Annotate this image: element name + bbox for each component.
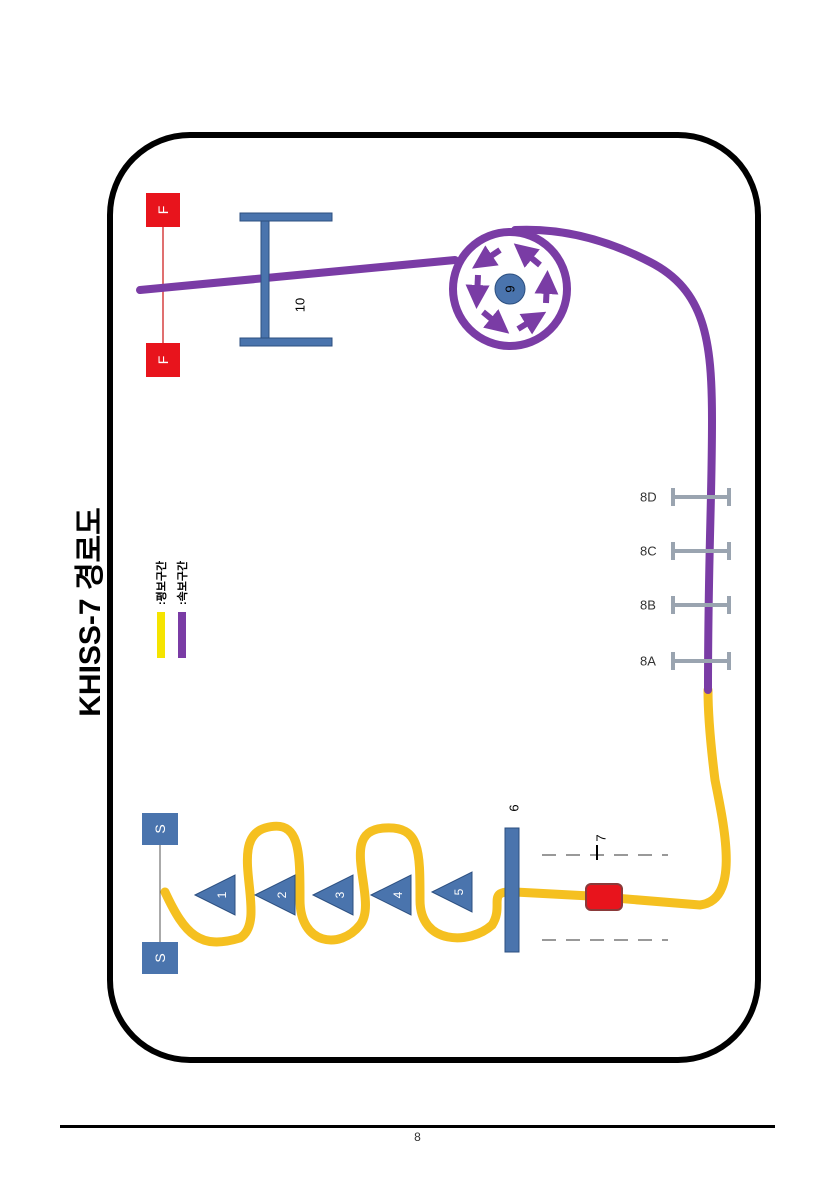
bridge-10 — [239, 212, 333, 347]
trot-finish-path — [136, 256, 459, 294]
cone-5-label: 5 — [452, 888, 466, 895]
rail-8d: 8D — [640, 488, 731, 506]
course-title: KHISS-7 경로도 — [74, 507, 107, 717]
legend-walk-label: :평보구간 — [154, 561, 168, 605]
footer-rule — [60, 1125, 775, 1128]
circle-9-arrows — [465, 243, 559, 335]
legend-trot-label: :속보구간 — [175, 561, 189, 605]
box-7 — [585, 883, 623, 911]
finish-marker-bottom: F — [146, 343, 180, 377]
cone-2-label: 2 — [275, 891, 289, 898]
start-marker-top: S — [142, 813, 178, 845]
trot-path — [511, 225, 717, 694]
box-lines — [542, 854, 668, 941]
legend-walk-swatch — [157, 612, 165, 658]
start-marker-bottom: S — [142, 942, 178, 974]
rail-8b: 8B — [640, 596, 731, 614]
finish-marker-top-label: F — [155, 206, 171, 215]
cone-1-label: 1 — [215, 891, 229, 898]
cone-2: 2 — [253, 874, 296, 916]
cone-4: 4 — [369, 874, 412, 916]
arena-outline — [107, 132, 761, 1063]
gate-6 — [504, 827, 520, 953]
rail-8a: 8A — [640, 652, 731, 670]
cone-3-label: 3 — [333, 891, 347, 898]
circle-9-label: 9 — [503, 285, 518, 292]
gate-6-label: 6 — [507, 804, 522, 811]
cone-1: 1 — [193, 874, 236, 916]
cone-5: 5 — [430, 871, 473, 913]
box-number: 7 — [594, 834, 609, 841]
circle-9-ring — [449, 228, 571, 350]
rail-8c-label: 8C — [640, 544, 657, 559]
start-marker-bottom-label: S — [152, 953, 168, 962]
walk-path — [160, 685, 731, 947]
rail-8c: 8C — [640, 542, 731, 560]
rail-8a-label: 8A — [640, 654, 656, 669]
legend-trot-swatch — [178, 612, 186, 658]
legend: :평보구간 :속보구간 — [154, 561, 189, 658]
start-marker-top-label: S — [152, 824, 168, 833]
cone-3: 3 — [311, 874, 354, 916]
rail-8b-label: 8B — [640, 598, 656, 613]
page-number: 8 — [414, 1130, 421, 1144]
circle-9-center — [494, 273, 526, 305]
bridge-10-label: 10 — [293, 298, 308, 312]
cone-4-label: 4 — [391, 891, 405, 898]
finish-marker-bottom-label: F — [155, 356, 171, 365]
finish-marker-top: F — [146, 193, 180, 227]
rail-8d-label: 8D — [640, 490, 657, 505]
